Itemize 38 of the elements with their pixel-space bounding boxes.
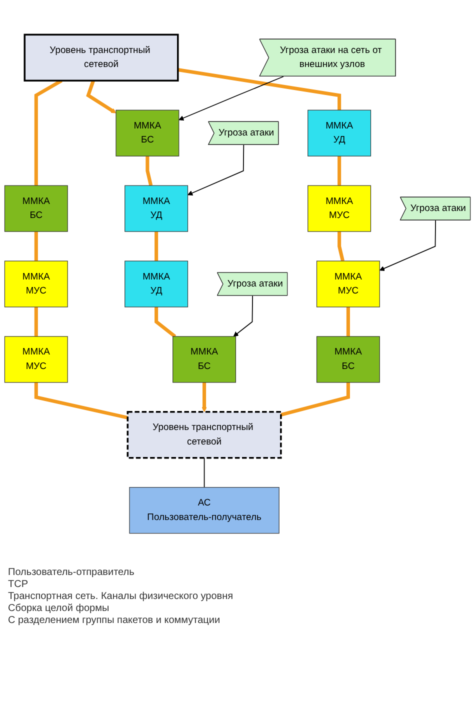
node-box: ММКА МУС — [4, 336, 68, 383]
note-text: С разделением группы пакетов и коммутации — [8, 615, 222, 626]
node-box: ММКА МУС — [4, 260, 68, 308]
note-text: Сборка целой формы — [8, 603, 110, 614]
connector — [346, 307, 350, 336]
connector — [34, 232, 38, 261]
node-box: ММКА БС — [116, 110, 180, 156]
arrow — [379, 220, 436, 271]
node-box: Уровень транспортный сетевой — [126, 411, 282, 459]
note-text: TCP — [8, 579, 29, 590]
connector — [34, 382, 128, 420]
arrow — [233, 295, 253, 337]
node-box: ММКА БС — [316, 336, 380, 383]
node-box: ММКА БС — [4, 185, 68, 232]
connector — [34, 79, 62, 186]
arrow — [86, 80, 116, 114]
node-box: ММКА УД — [124, 260, 188, 308]
connector — [34, 307, 38, 336]
connector — [154, 232, 158, 261]
node-box: ММКА УД — [124, 185, 188, 232]
arrow — [202, 382, 207, 412]
connector — [178, 68, 342, 110]
node-box: ММКА МУС — [316, 260, 380, 308]
node-box: ММКА БС — [172, 336, 236, 383]
note-text: Пользователь-отправитель — [8, 567, 136, 578]
arrow — [188, 144, 244, 196]
connector — [338, 232, 344, 262]
connector — [338, 156, 342, 186]
node-box: АС Пользователь-получатель — [129, 487, 280, 534]
connector — [280, 382, 350, 417]
node-box: Уровень транспортный сетевой — [24, 34, 179, 82]
connector — [204, 457, 205, 488]
node-box: ММКА УД — [308, 110, 372, 156]
node-box: ММКА МУС — [308, 185, 372, 232]
arrow — [178, 76, 284, 121]
connector — [146, 156, 153, 186]
connector — [154, 307, 176, 338]
note-text: Транспортная сеть. Каналы физического уровня — [8, 591, 234, 602]
